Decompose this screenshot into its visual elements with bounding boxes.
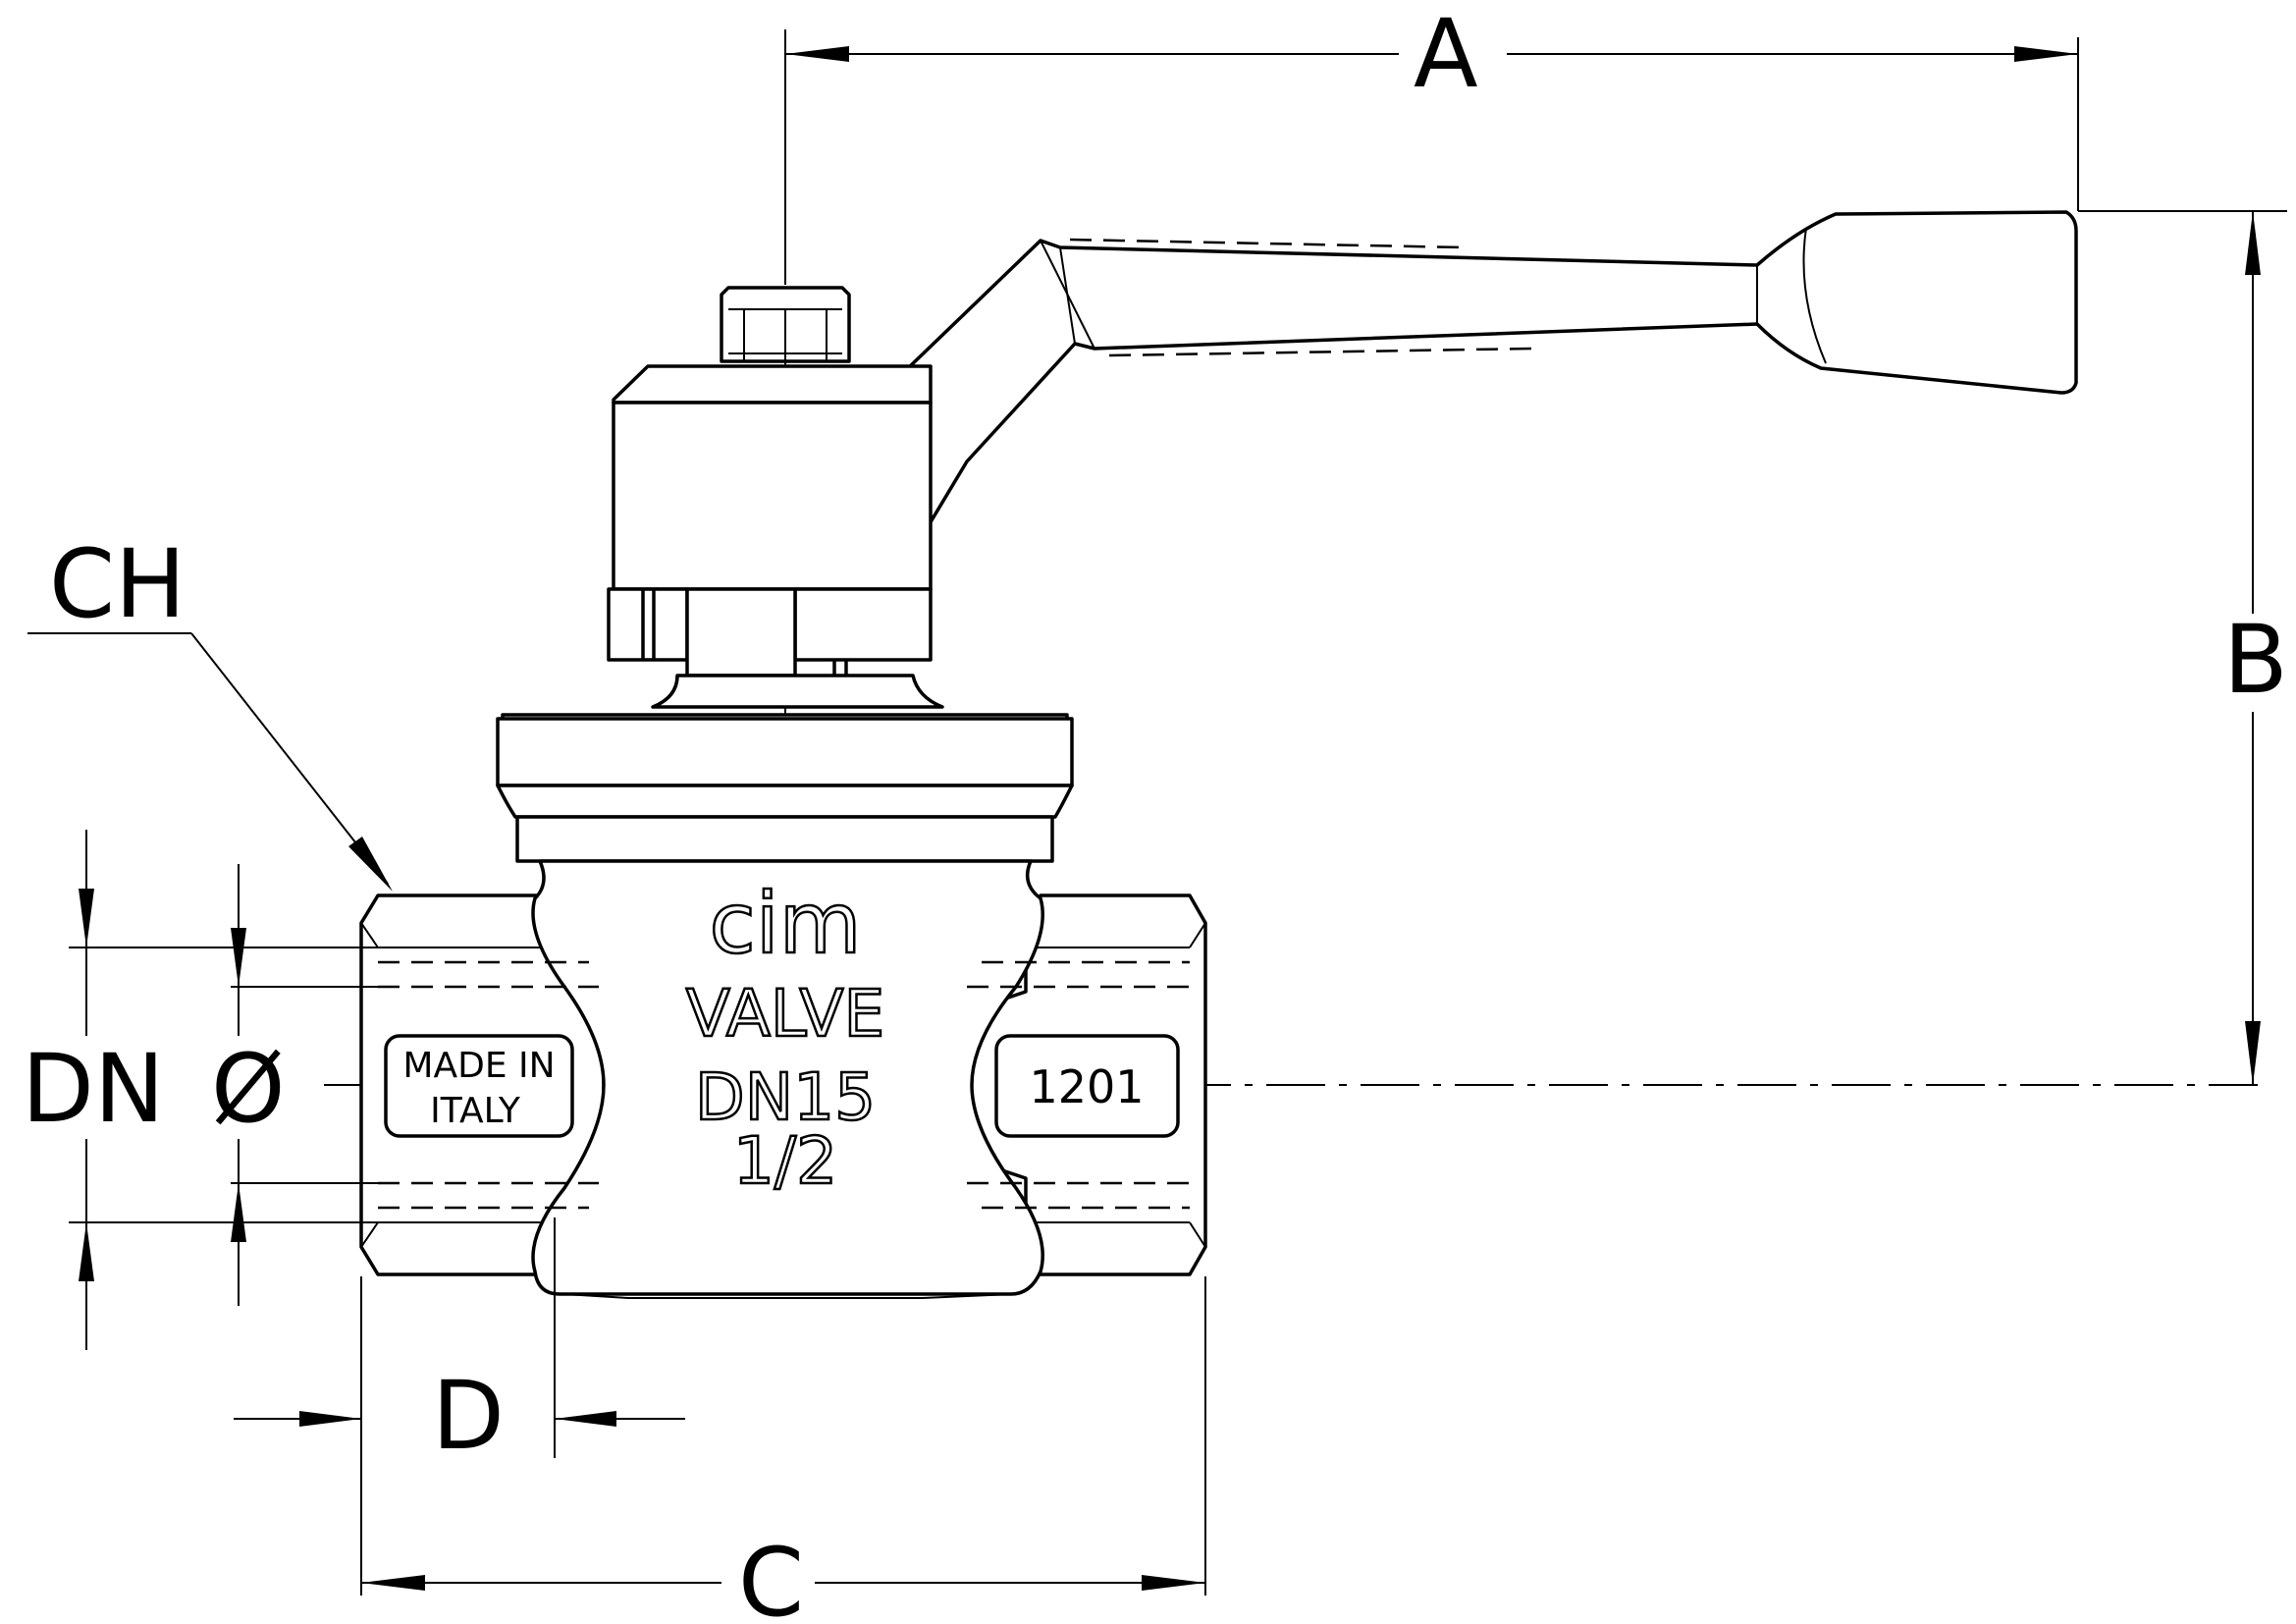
thread-size-text: 1/2 <box>733 1123 837 1199</box>
dimension-dn-label: DN <box>22 1034 165 1144</box>
valve-size-text: DN15 <box>695 1059 876 1135</box>
dimension-diameter-label: Ø <box>211 1034 286 1144</box>
valve-type-text: VALVE <box>686 976 884 1052</box>
dimension-a: A <box>784 0 2079 285</box>
lever-handle <box>906 210 2078 537</box>
brand-logo: cim <box>710 875 862 973</box>
dimension-d: D <box>234 1218 685 1596</box>
code-text: 1201 <box>1029 1060 1144 1113</box>
origin-line-1: MADE IN <box>402 1046 555 1086</box>
dimension-b-label: B <box>2223 605 2288 715</box>
lever-hub <box>607 364 944 709</box>
dimension-d-label: D <box>432 1361 505 1471</box>
dimension-c: C <box>361 1276 1206 1624</box>
dimension-b: B <box>2078 210 2288 1085</box>
dimension-ch: CH <box>27 529 393 892</box>
stem-nut <box>720 286 851 363</box>
origin-line-2: ITALY <box>430 1091 521 1131</box>
dimension-a-label: A <box>1414 0 1478 109</box>
dimension-ch-label: CH <box>49 529 186 639</box>
dimension-diameter: Ø <box>211 864 378 1306</box>
valve-body: MADE IN ITALY 1201 cim VALVE DN15 1/2 <box>359 859 1207 1299</box>
origin-plate <box>384 1034 574 1138</box>
dimension-dn: DN <box>22 830 378 1350</box>
bonnet <box>496 713 1074 863</box>
code-plate <box>994 1034 1180 1138</box>
dimension-c-label: C <box>738 1528 804 1624</box>
